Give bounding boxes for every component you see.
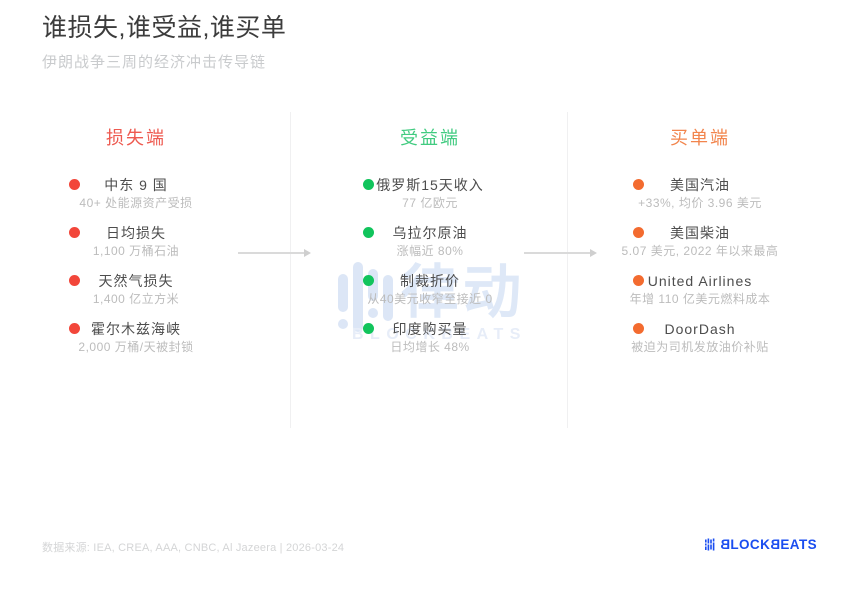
blockbeats-watermark-icon <box>338 260 393 332</box>
list-item: 霍尔木兹海峡 2,000 万桶/天被封锁 <box>26 321 246 369</box>
list-item: 俄罗斯15天收入 77 亿欧元 <box>320 177 540 225</box>
list-item: 天然气损失 1,400 亿立方米 <box>26 273 246 321</box>
list-item: DoorDash 被迫为司机发放油价补贴 <box>590 321 810 369</box>
column-benefit: 受益端 俄罗斯15天收入 77 亿欧元 乌拉尔原油 涨幅近 80% 制裁折价 从… <box>320 118 540 369</box>
item-detail: 被迫为司机发放油价补贴 <box>631 340 769 354</box>
column-header: 买单端 <box>670 128 730 148</box>
watermark: 律动 BLOCKBEATS <box>338 260 527 344</box>
flow-arrow-icon <box>524 249 597 257</box>
item-title: 美国汽油 <box>670 177 730 193</box>
watermark-brand-cn: 律动 <box>401 260 526 325</box>
item-detail: 5.07 美元, 2022 年以来最高 <box>621 244 779 258</box>
item-detail: 1,100 万桶石油 <box>92 244 180 258</box>
list-item: 中东 9 国 40+ 处能源资产受损 <box>26 177 246 225</box>
bullet-dot-icon <box>363 275 374 286</box>
list-item: 乌拉尔原油 涨幅近 80% <box>320 225 540 273</box>
list-item: 印度购买量 日均增长 48% <box>320 321 540 369</box>
item-detail: 77 亿欧元 <box>402 196 458 210</box>
data-source-note: 数据来源: IEA, CREA, AAA, CNBC, Al Jazeera |… <box>42 542 345 554</box>
bullet-dot-icon <box>363 179 374 190</box>
header: 谁损失,谁受益,谁买单 伊朗战争三周的经济冲击传导链 <box>42 8 286 72</box>
column-loss: 损失端 中东 9 国 40+ 处能源资产受损 日均损失 1,100 万桶石油 天… <box>26 118 246 369</box>
item-detail: 1,400 亿立方米 <box>92 292 180 306</box>
bullet-dot-icon <box>363 323 374 334</box>
bullet-dot-icon <box>633 323 644 334</box>
bullet-dot-icon <box>633 275 644 286</box>
item-title: United Airlines <box>647 273 753 289</box>
item-title: DoorDash <box>664 321 736 337</box>
watermark-brand-en: BLOCKBEATS <box>352 326 527 343</box>
bullet-dot-icon <box>69 227 80 238</box>
list-item: 制裁折价 从40美元收窄至接近 0 <box>320 273 540 321</box>
item-title: 天然气损失 <box>98 273 174 289</box>
logo-text: BLOCKBEATS <box>720 537 817 552</box>
item-title: 制裁折价 <box>400 273 460 289</box>
item-title: 霍尔木兹海峡 <box>91 321 181 337</box>
item-detail: +33%, 均价 3.96 美元 <box>638 196 762 210</box>
item-detail: 40+ 处能源资产受损 <box>79 196 193 210</box>
bullet-dot-icon <box>69 275 80 286</box>
item-detail: 从40美元收窄至接近 0 <box>367 292 493 306</box>
item-detail: 年增 110 亿美元燃料成本 <box>629 292 771 306</box>
column-divider <box>567 112 568 428</box>
bullet-dot-icon <box>633 179 644 190</box>
item-title: 乌拉尔原油 <box>392 225 468 241</box>
column-header: 受益端 <box>400 128 460 148</box>
list-item: 日均损失 1,100 万桶石油 <box>26 225 246 273</box>
item-title: 中东 9 国 <box>104 177 168 193</box>
item-detail: 涨幅近 80% <box>396 244 464 258</box>
item-detail: 2,000 万桶/天被封锁 <box>78 340 194 354</box>
blockbeats-logo-icon <box>705 538 715 551</box>
bullet-dot-icon <box>69 179 80 190</box>
list-item: 美国汽油 +33%, 均价 3.96 美元 <box>590 177 810 225</box>
item-detail: 日均增长 48% <box>390 340 470 354</box>
bullet-dot-icon <box>633 227 644 238</box>
item-title: 俄罗斯15天收入 <box>376 177 484 193</box>
column-pay: 买单端 美国汽油 +33%, 均价 3.96 美元 美国柴油 5.07 美元, … <box>590 118 810 369</box>
list-item: United Airlines 年增 110 亿美元燃料成本 <box>590 273 810 321</box>
blockbeats-logo: BLOCKBEATS <box>705 537 817 552</box>
item-title: 美国柴油 <box>670 225 730 241</box>
list-item: 美国柴油 5.07 美元, 2022 年以来最高 <box>590 225 810 273</box>
page-subtitle: 伊朗战争三周的经济冲击传导链 <box>42 54 267 71</box>
column-header: 损失端 <box>106 128 166 148</box>
column-divider <box>290 112 291 428</box>
item-title: 印度购买量 <box>392 321 468 337</box>
flow-arrow-icon <box>238 249 311 257</box>
item-title: 日均损失 <box>106 225 166 241</box>
page-title: 谁损失,谁受益,谁买单 <box>42 14 287 42</box>
bullet-dot-icon <box>363 227 374 238</box>
bullet-dot-icon <box>69 323 80 334</box>
